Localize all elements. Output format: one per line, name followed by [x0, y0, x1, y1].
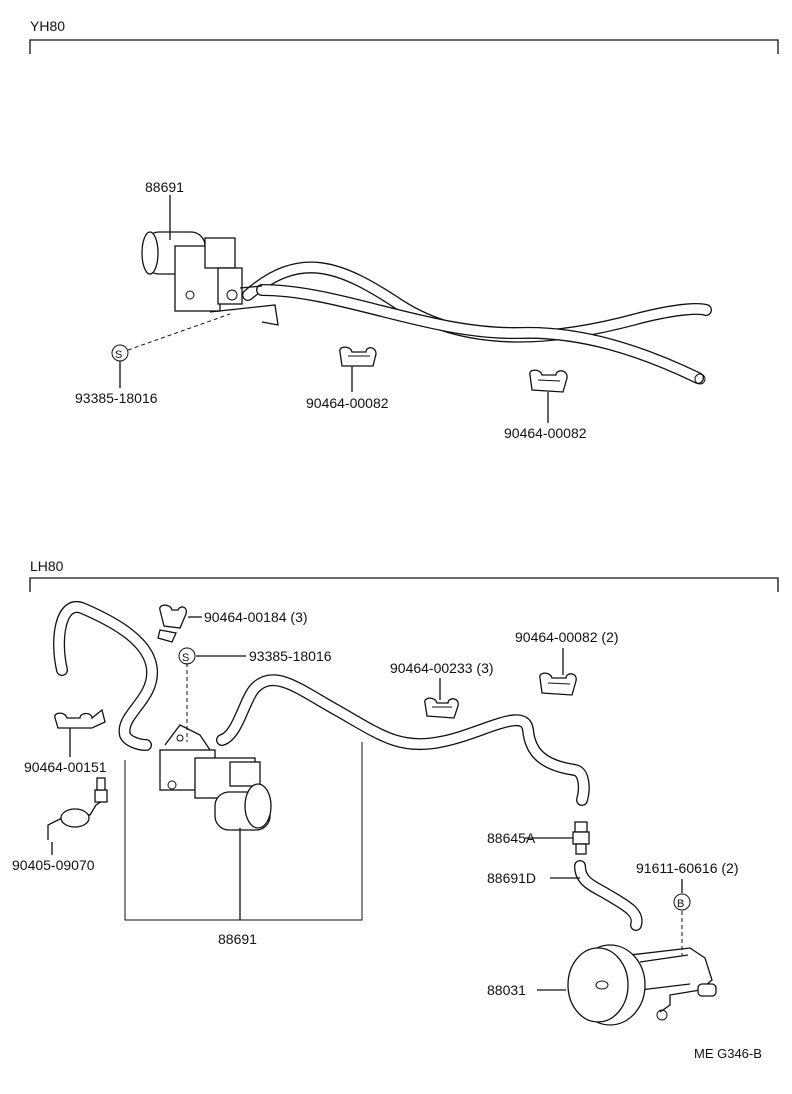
bolt-marker [673, 893, 691, 911]
vacuum-actuator [567, 944, 717, 1026]
label-valve-yh80: 88691 [145, 179, 184, 195]
label-bolt: 91611-60616 (2) [636, 860, 738, 876]
clamp-151 [54, 708, 106, 729]
label-bracket-090: 90405-09070 [12, 857, 95, 873]
diagram-code: ME G346-B [694, 1046, 762, 1061]
section-bracket-lh80 [29, 577, 779, 592]
clamp-233 [424, 697, 459, 719]
screw-marker-lh80 [178, 647, 196, 665]
label-clamp-a-yh80: 90464-00082 [306, 395, 389, 411]
clamp-a-yh80 [339, 346, 377, 367]
label-screw-yh80: 93385-18016 [75, 390, 158, 406]
label-hose-d: 88691D [487, 870, 536, 886]
label-clamp-233: 90464-00233 (3) [390, 660, 494, 676]
label-clamp-151: 90464-00151 [24, 759, 107, 775]
clamp-b-yh80 [529, 369, 568, 393]
marker-s-lh80: S [182, 652, 189, 664]
label-valve-lh80: 88691 [218, 931, 257, 947]
clamp-082 [539, 672, 577, 696]
fitting-88645a [572, 821, 590, 855]
clamp-184 [157, 604, 187, 643]
hose-left-lh80 [53, 601, 158, 751]
label-clamp-082: 90464-00082 (2) [515, 629, 619, 645]
label-clamp-b-yh80: 90464-00082 [504, 425, 587, 441]
hose-main-lh80 [216, 674, 590, 806]
label-clamp-184: 90464-00184 (3) [204, 609, 308, 625]
hose-88691d [574, 860, 643, 931]
section-bracket-yh80 [29, 39, 779, 54]
label-actuator: 88031 [487, 982, 526, 998]
label-fitting: 88645A [487, 830, 536, 846]
marker-b: B [677, 898, 684, 910]
label-screw-lh80: 93385-18016 [249, 648, 332, 664]
vacuum-switching-valve-lh80 [159, 724, 272, 831]
section-label-yh80: YH80 [30, 18, 65, 34]
hose-yh80 [242, 261, 712, 385]
valve-bracket-lines [124, 742, 363, 921]
vacuum-switching-valve-yh80 [141, 231, 279, 326]
bracket-090 [47, 777, 108, 840]
section-label-lh80: LH80 [30, 558, 64, 574]
marker-s-yh80: S [115, 349, 122, 361]
